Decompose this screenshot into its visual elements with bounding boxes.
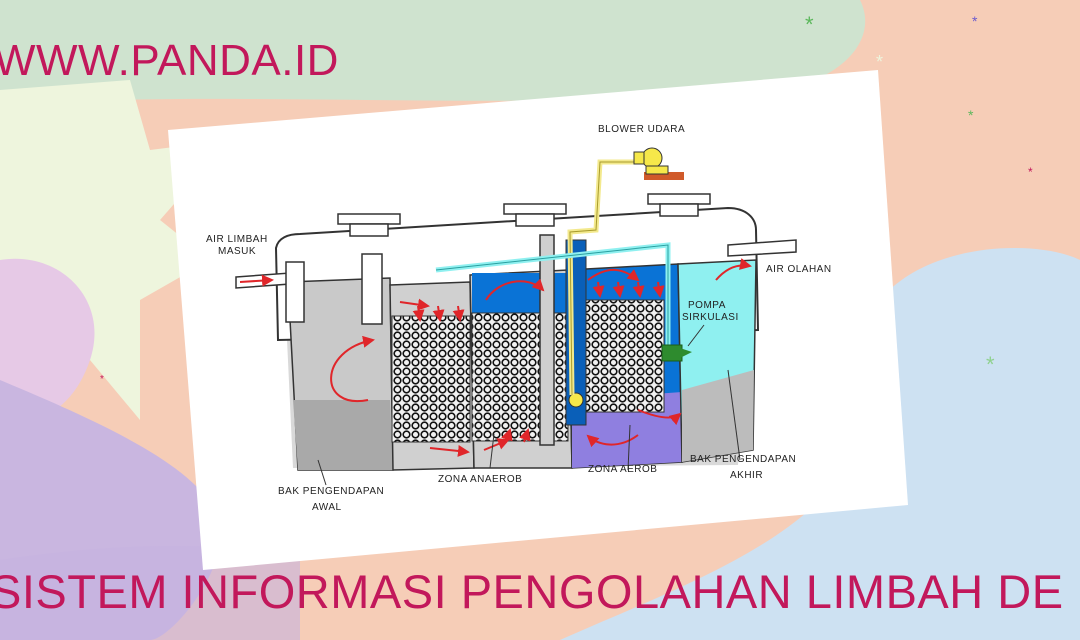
- star-icon: *: [1028, 165, 1033, 179]
- label-outlet: AIR OLAHAN: [766, 264, 832, 275]
- label-bak-akhir-2: AKHIR: [730, 470, 763, 481]
- label-inlet-2: MASUK: [218, 246, 256, 257]
- star-icon: *: [986, 352, 995, 377]
- star-icon: *: [876, 52, 883, 72]
- star-icon: *: [805, 12, 814, 37]
- star-icon: *: [972, 13, 978, 29]
- banner-title: SISTEM INFORMASI PENGOLAHAN LIMBAH DE: [0, 565, 1064, 618]
- label-bak-akhir: BAK PENGENDAPAN: [690, 454, 796, 465]
- label-pump: POMPA: [688, 300, 726, 311]
- label-zona-aerob: ZONA AEROB: [588, 464, 657, 475]
- star-icon: *: [100, 374, 104, 385]
- label-inlet: AIR LIMBAH: [206, 234, 268, 245]
- label-bak-awal: BAK PENGENDAPAN: [278, 486, 384, 497]
- label-zona-anaerob: ZONA ANAEROB: [438, 474, 522, 485]
- site-url[interactable]: WWW.PANDA.ID: [0, 36, 339, 85]
- label-bak-awal-2: AWAL: [312, 502, 342, 513]
- wastewater-diagram-image: BLOWER UDARA AIR LIMBAH MASUK AIR OLAHAN…: [168, 70, 908, 570]
- label-blower: BLOWER UDARA: [598, 124, 685, 135]
- label-pump-2: SIRKULASI: [682, 312, 739, 323]
- star-icon: *: [968, 107, 974, 123]
